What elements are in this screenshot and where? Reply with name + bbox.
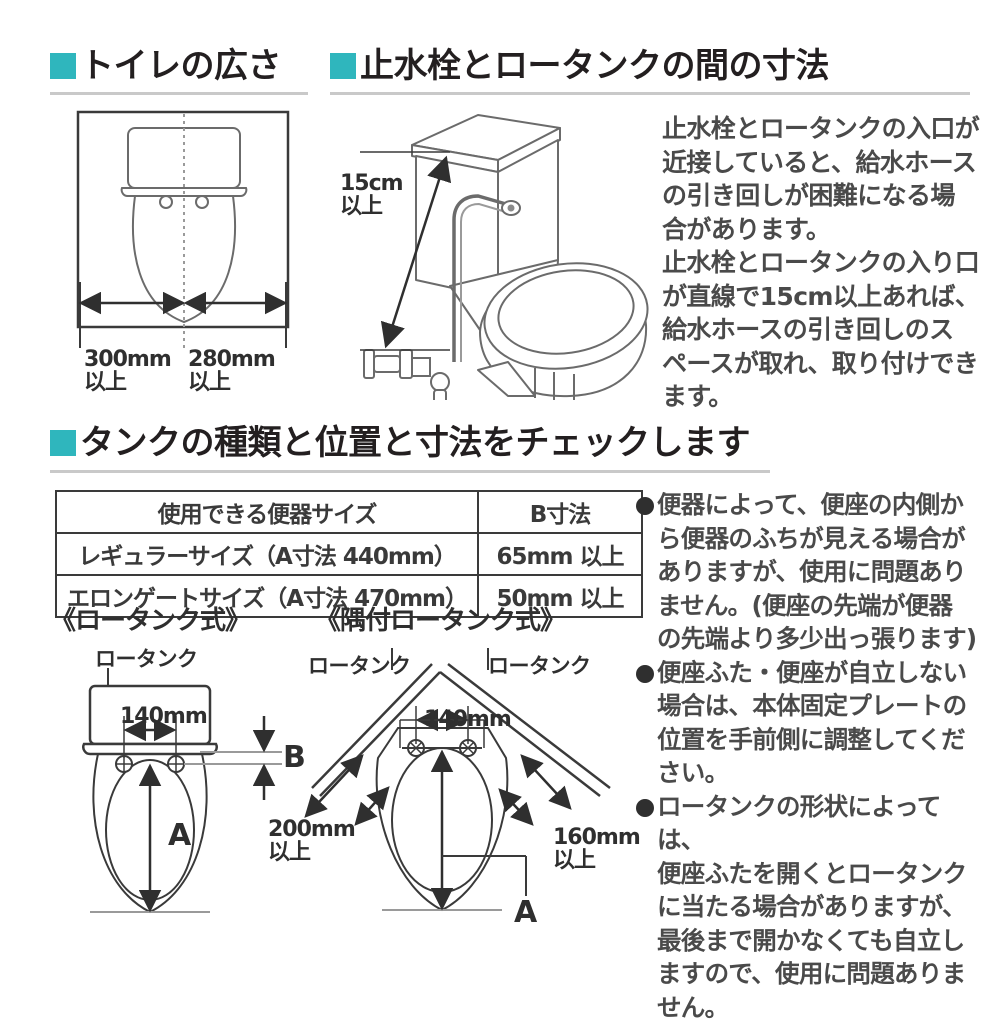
- section-heading-toilet-space: トイレの広さ: [50, 48, 281, 84]
- notes-list: 便器によって、便座の内側か ら便器のふちが見える場合が ありますが、使用に問題あ…: [636, 488, 986, 1024]
- note-text: ロータンクの形状によっては、 便座ふたを開くとロータンク に当たる場合があります…: [657, 790, 986, 1024]
- section-title-tank-check: タンクの種類と位置と寸法をチェックします: [80, 425, 750, 461]
- section-title-valve-distance: 止水栓とロータンクの間の寸法: [360, 48, 829, 84]
- bullet-dot-icon: [636, 665, 654, 683]
- dimension-A-corner-tank: A: [514, 895, 537, 930]
- caption-low-tank: 《ロータンク式》: [50, 600, 250, 637]
- table-cell-b-regular: 65mm 以上: [478, 533, 642, 575]
- note-text: 便器によって、便座の内側か ら便器のふちが見える場合が ありますが、使用に問題あ…: [657, 488, 976, 656]
- callout-15cm: 15cm 以上: [340, 172, 403, 218]
- dimension-160mm-corner-tank: 160mm 以上: [553, 826, 640, 872]
- list-item: 便座ふた・便座が自立しない 場合は、本体固定プレートの 位置を手前側に調整してく…: [636, 656, 986, 790]
- table-cell-size-regular: レギュラーサイズ（A寸法 440mm）: [56, 533, 478, 575]
- dimension-A-low-tank: A: [168, 818, 191, 853]
- table-header-b: B寸法: [478, 491, 642, 533]
- dimension-140mm-low-tank: 140mm: [120, 705, 207, 728]
- table-header-size: 使用できる便器サイズ: [56, 491, 478, 533]
- accent-square-icon: [50, 430, 76, 456]
- section-title-toilet-space: トイレの広さ: [80, 48, 281, 84]
- dimension-140mm-corner-tank: 140mm: [424, 708, 511, 731]
- bullet-dot-icon: [636, 799, 654, 817]
- accent-square-icon: [50, 53, 76, 79]
- table-header-row: 使用できる便器サイズ B寸法: [56, 491, 642, 533]
- list-item: ロータンクの形状によっては、 便座ふたを開くとロータンク に当たる場合があります…: [636, 790, 986, 1024]
- heading-rule-3: [50, 470, 770, 473]
- valve-distance-paragraph: 止水栓とロータンクの入口が 近接していると、給水ホース の引き回しが困難になる場…: [662, 112, 982, 414]
- caption-corner-tank: 《隅付ロータンク式》: [315, 600, 565, 637]
- size-table: 使用できる便器サイズ B寸法 レギュラーサイズ（A寸法 440mm） 65mm …: [55, 490, 643, 618]
- table-row: レギュラーサイズ（A寸法 440mm） 65mm 以上: [56, 533, 642, 575]
- list-item: 便器によって、便座の内側か ら便器のふちが見える場合が ありますが、使用に問題あ…: [636, 488, 986, 656]
- dimension-200mm-corner-tank: 200mm 以上: [268, 818, 355, 864]
- heading-rule-1: [50, 92, 308, 95]
- bullet-dot-icon: [636, 497, 654, 515]
- document-page: トイレの広さ 止水栓とロータンクの間の寸法: [0, 0, 1000, 1000]
- section-heading-valve-distance: 止水栓とロータンクの間の寸法: [330, 48, 829, 84]
- dimension-label-room-left: 300mm 以上: [84, 348, 171, 394]
- section-heading-tank-check: タンクの種類と位置と寸法をチェックします: [50, 425, 750, 461]
- toilet-perspective-diagram: [330, 100, 660, 400]
- corner-tank-plan-diagram: [300, 648, 630, 948]
- accent-square-icon: [330, 53, 356, 79]
- heading-rule-2: [330, 92, 970, 95]
- dimension-label-room-right: 280mm 以上: [188, 348, 275, 394]
- note-text: 便座ふた・便座が自立しない 場合は、本体固定プレートの 位置を手前側に調整してく…: [657, 656, 966, 790]
